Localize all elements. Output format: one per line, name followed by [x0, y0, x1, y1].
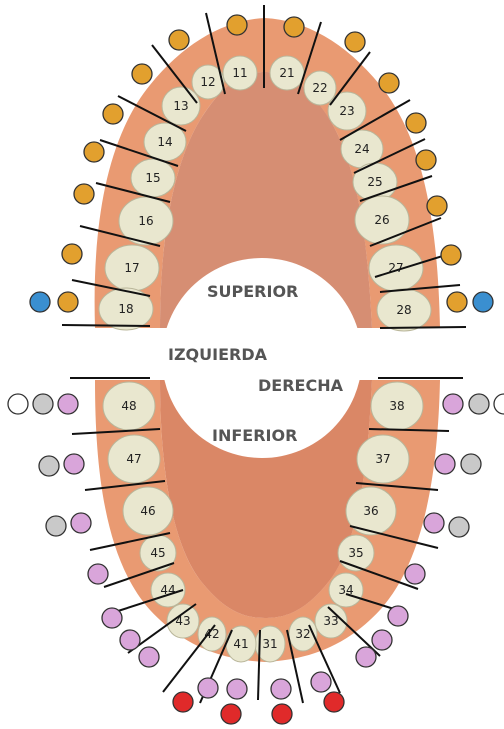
gray-status-dot [33, 394, 53, 414]
tooth-number-32: 32 [295, 627, 310, 641]
tooth-number-35: 35 [348, 546, 363, 560]
white-status-dot [8, 394, 28, 414]
tooth-number-16: 16 [138, 214, 153, 228]
blue-status-dot [473, 292, 493, 312]
orange-status-dot [427, 196, 447, 216]
purple-status-dot [139, 647, 159, 667]
tooth-number-45: 45 [150, 546, 165, 560]
separator-line-18 [380, 327, 466, 328]
gray-status-dot [469, 394, 489, 414]
gray-status-dot [449, 517, 469, 537]
red-status-dot [173, 692, 193, 712]
tooth-number-47: 47 [126, 452, 141, 466]
tooth-number-12: 12 [200, 75, 215, 89]
purple-status-dot [435, 454, 455, 474]
tooth-number-41: 41 [233, 637, 248, 651]
purple-status-dot [64, 454, 84, 474]
orange-status-dot [62, 244, 82, 264]
tooth-number-22: 22 [312, 81, 327, 95]
orange-status-dot [284, 17, 304, 37]
separator-line-9 [62, 325, 150, 326]
tooth-number-26: 26 [374, 213, 389, 227]
tooth-number-36: 36 [363, 504, 378, 518]
purple-status-dot [71, 513, 91, 533]
purple-status-dot [198, 678, 218, 698]
purple-status-dot [443, 394, 463, 414]
tooth-number-48: 48 [121, 399, 136, 413]
purple-status-dot [372, 630, 392, 650]
purple-status-dot [388, 606, 408, 626]
purple-status-dot [356, 647, 376, 667]
label-inferior: INFERIOR [212, 426, 297, 445]
orange-status-dot [416, 150, 436, 170]
label-superior: SUPERIOR [207, 282, 298, 301]
tooth-number-25: 25 [367, 175, 382, 189]
purple-status-dot [424, 513, 444, 533]
tooth-number-38: 38 [389, 399, 404, 413]
tooth-number-18: 18 [118, 302, 133, 316]
orange-status-dot [132, 64, 152, 84]
purple-status-dot [88, 564, 108, 584]
purple-status-dot [58, 394, 78, 414]
purple-status-dot [311, 672, 331, 692]
orange-status-dot [441, 245, 461, 265]
orange-status-dot [103, 104, 123, 124]
label-izquierda: IZQUIERDA [168, 345, 267, 364]
tooth-number-13: 13 [173, 99, 188, 113]
tooth-number-23: 23 [339, 104, 354, 118]
orange-status-dot [74, 184, 94, 204]
red-status-dot [272, 704, 292, 724]
purple-status-dot [227, 679, 247, 699]
orange-status-dot [406, 113, 426, 133]
orange-status-dot [169, 30, 189, 50]
tooth-number-11: 11 [232, 66, 247, 80]
red-status-dot [221, 704, 241, 724]
tooth-number-46: 46 [140, 504, 155, 518]
gray-status-dot [39, 456, 59, 476]
tooth-number-31: 31 [262, 637, 277, 651]
gray-status-dot [46, 516, 66, 536]
purple-status-dot [271, 679, 291, 699]
tooth-number-21: 21 [279, 66, 294, 80]
orange-status-dot [58, 292, 78, 312]
tooth-number-15: 15 [145, 171, 160, 185]
purple-status-dot [120, 630, 140, 650]
white-status-dot [494, 394, 504, 414]
orange-status-dot [84, 142, 104, 162]
orange-status-dot [345, 32, 365, 52]
tooth-number-24: 24 [354, 142, 369, 156]
red-status-dot [324, 692, 344, 712]
purple-status-dot [102, 608, 122, 628]
tooth-number-17: 17 [124, 261, 139, 275]
tooth-number-37: 37 [375, 452, 390, 466]
tooth-number-14: 14 [157, 135, 172, 149]
orange-status-dot [379, 73, 399, 93]
label-derecha: DERECHA [258, 376, 343, 395]
orange-status-dot [227, 15, 247, 35]
gray-status-dot [461, 454, 481, 474]
tooth-number-28: 28 [396, 303, 411, 317]
orange-status-dot [447, 292, 467, 312]
blue-status-dot [30, 292, 50, 312]
purple-status-dot [405, 564, 425, 584]
